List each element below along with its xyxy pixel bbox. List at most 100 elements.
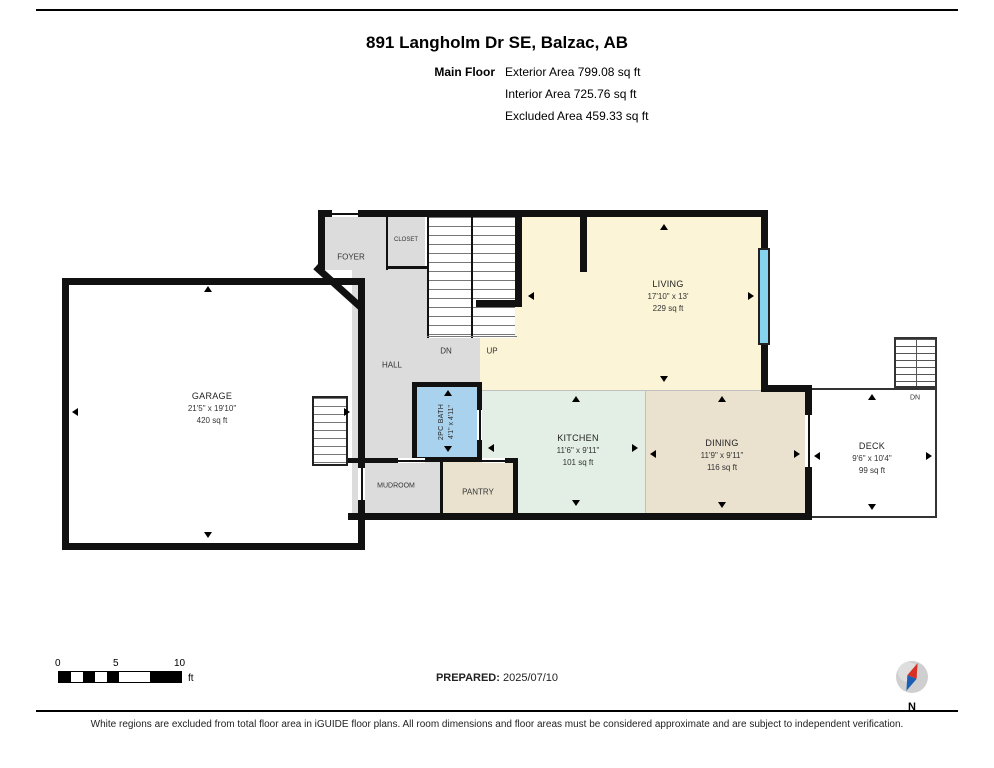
wall-segment [348,458,400,463]
scale-segments [58,671,182,683]
measure-arrow-left-icon [488,444,494,452]
room-area: 101 sq ft [562,457,594,467]
scale-segment [83,672,95,682]
measure-arrow-up-icon [868,394,876,400]
disclaimer-text: White regions are excluded from total fl… [90,719,904,730]
room-name: KITCHEN [557,432,599,443]
stairs-down-flight [429,217,471,338]
room-dims: 4'1" x 4'11" [448,405,455,439]
scale-segment [107,672,119,682]
wall-segment [427,212,429,338]
stairs-dn-label: DN [440,346,452,356]
room-dims: 21'5" x 19'10" [187,403,237,413]
stat-value: 725.76 sq ft [573,87,637,101]
room-area: 229 sq ft [652,303,684,313]
deck-dn-label: DN [909,394,921,402]
scale-tick: 0 [55,658,61,669]
garage-stairs [312,396,348,466]
garage-door [358,468,365,500]
wall-segment [318,210,325,270]
room-dining [645,390,808,513]
room-area: 420 sq ft [196,415,228,425]
wall-segment [440,462,443,513]
room-label-pantry: PANTRY [462,487,494,497]
wall-segment [580,210,587,272]
measure-arrow-up-icon [718,396,726,402]
room-dims: 11'9" x 9'11" [700,450,744,460]
room-area: 99 sq ft [858,465,886,475]
stat-value: 459.33 sq ft [585,109,649,123]
room-label-foyer: FOYER [337,252,365,262]
wall-segment [505,458,518,463]
measure-arrow-left-icon [650,450,656,458]
mudroom-door [398,458,425,463]
room-name: LIVING [652,278,684,289]
measure-arrow-up-icon [444,390,452,396]
compass: N [894,659,930,713]
measure-arrow-down-icon [572,500,580,506]
measure-arrow-right-icon [748,292,754,300]
room-label-bath: 2PC BATH 4'1" x 4'11" [437,404,457,440]
measure-arrow-down-icon [444,446,452,452]
bath-door [477,410,482,440]
measure-arrow-left-icon [72,408,78,416]
prepared-label: PREPARED: [435,672,500,684]
measure-arrow-right-icon [926,452,932,460]
room-label-garage: GARAGE 21'5" x 19'10" 420 sq ft [188,390,236,426]
page-title: 891 Langholm Dr SE, Balzac, AB [366,33,628,52]
wall-segment [761,385,812,392]
stat-value: 799.08 sq ft [577,65,641,79]
prepared-value: 2025/07/10 [502,672,559,684]
measure-arrow-up-icon [660,224,668,230]
scale-segment [71,672,83,682]
measure-arrow-down-icon [718,502,726,508]
room-label-closet: CLOSET [393,237,419,243]
room-foyer [322,214,425,270]
measure-arrow-down-icon [660,376,668,382]
door-line [807,415,810,467]
stat-excluded: Excluded Area 459.33 sq ft [505,109,648,123]
compass-icon [896,661,928,693]
deck-sliding-door [805,415,812,467]
scale-segment [150,672,181,682]
bottom-rule [36,710,958,712]
room-pantry [443,462,513,513]
stairs-up-label: UP [486,346,498,356]
stairs-up-flight [473,217,515,338]
scale-segment [119,672,150,682]
floor-label: Main Floor [434,65,495,79]
deck-stairs [894,337,937,388]
wall-segment [513,458,518,520]
measure-arrow-down-icon [868,504,876,510]
stair-divider [471,217,473,338]
scale-segment [95,672,107,682]
door-line [482,459,505,462]
pantry-door [482,458,505,463]
stat-label: Excluded Area [505,109,583,123]
measure-arrow-right-icon [794,450,800,458]
room-label-mudroom: MUDROOM [377,482,415,490]
top-rule [36,9,958,11]
room-dims: 11'6" x 9'11" [556,445,600,455]
measure-arrow-up-icon [572,396,580,402]
door-line [398,459,425,462]
wall-segment [386,266,427,269]
room-label-hall: HALL [381,360,403,370]
room-divider [645,390,646,513]
garage-walls [62,278,365,550]
compass-north-label: N [908,701,916,713]
measure-arrow-right-icon [344,408,350,416]
window-icon [758,248,770,345]
room-label-kitchen: KITCHEN 11'6" x 9'11" 101 sq ft [557,432,600,468]
stair-edge [427,336,517,337]
wall-segment [476,300,522,307]
wall-segment [386,214,388,270]
room-name: DECK [858,440,886,451]
room-living [520,217,768,390]
prepared-date: PREPARED: 2025/07/10 [0,672,994,684]
door-line [332,212,358,215]
stat-label: Interior Area [505,87,571,101]
scale-tick: 5 [113,658,119,669]
stat-label: Exterior Area [505,65,575,79]
scale-unit: ft [188,673,194,684]
